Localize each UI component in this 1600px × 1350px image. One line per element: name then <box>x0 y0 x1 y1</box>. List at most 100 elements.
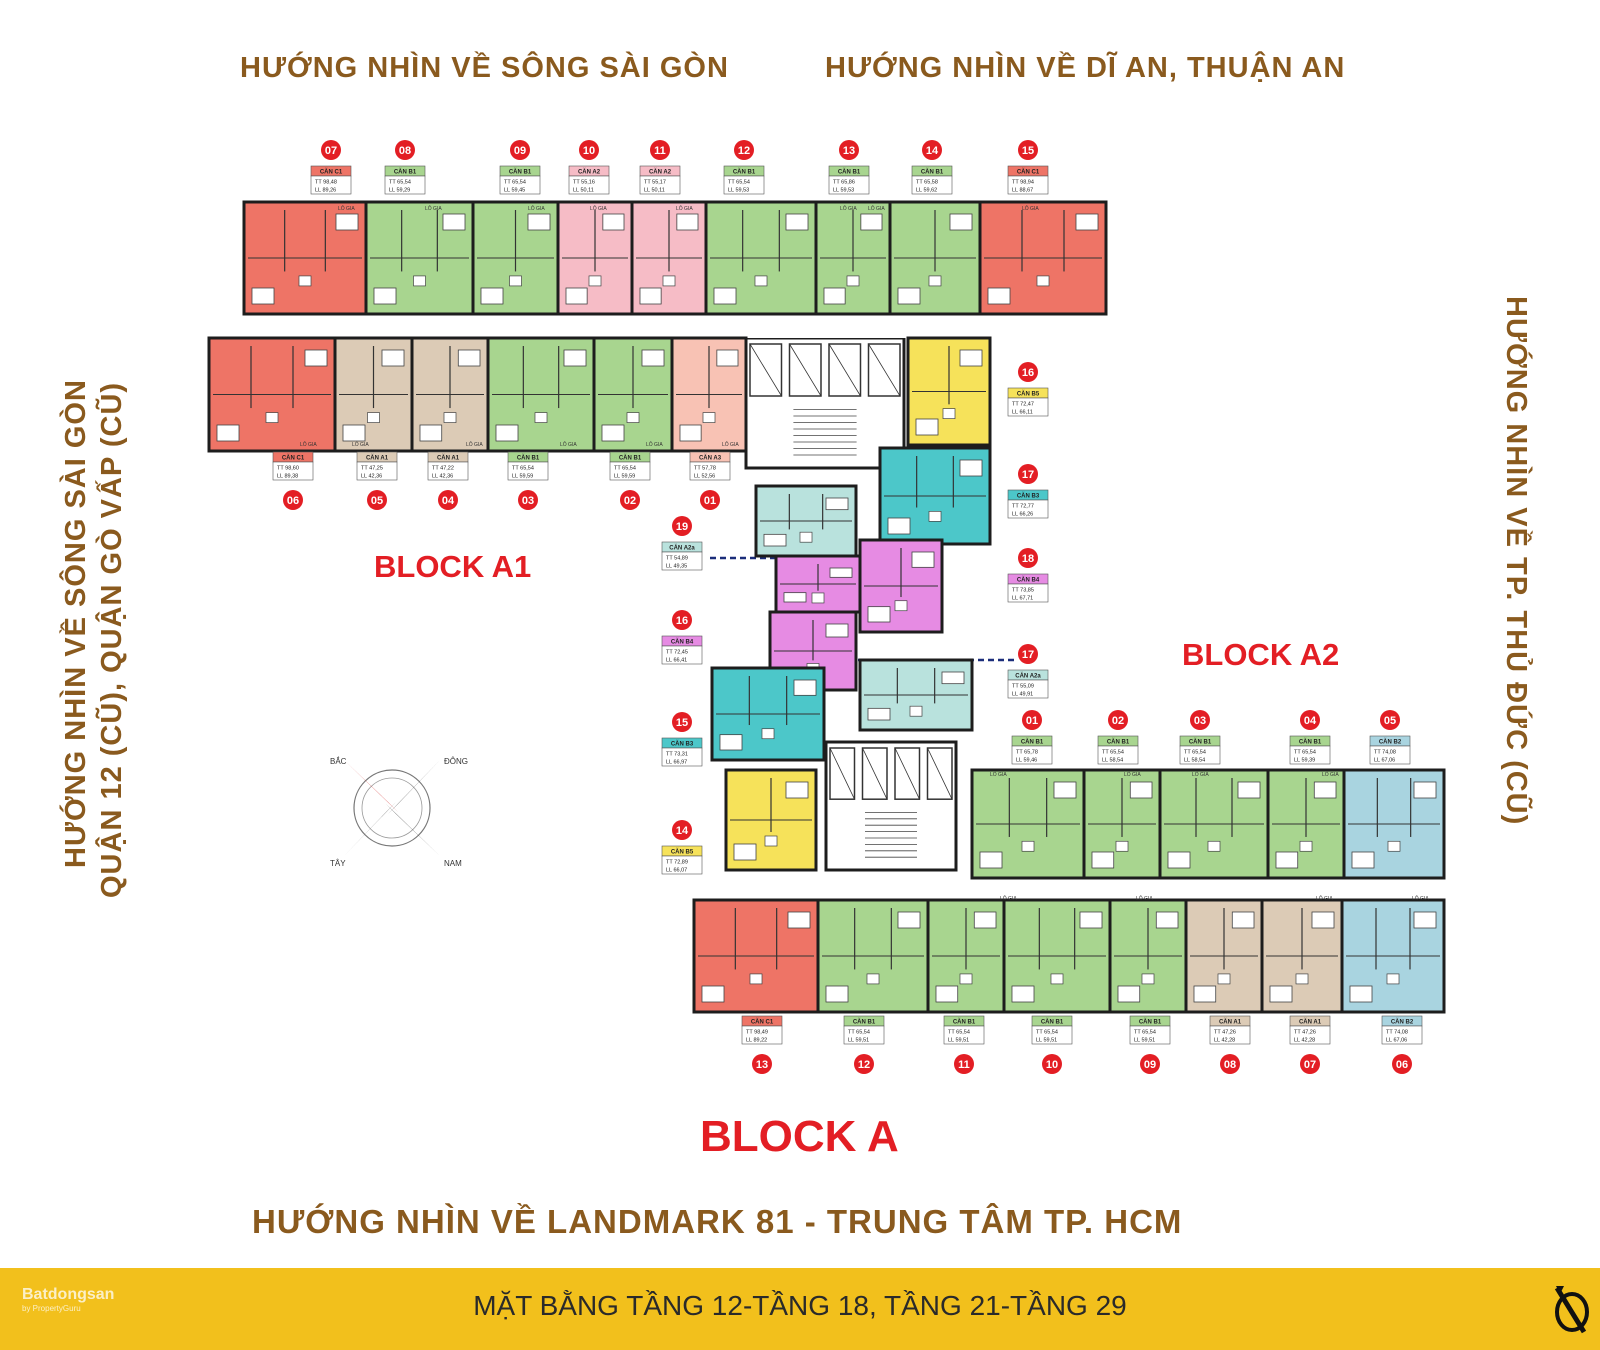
unit-type: CĂN B1 <box>853 1019 876 1026</box>
table <box>928 511 942 522</box>
unit-tt-area: TT 98,60 <box>277 466 299 472</box>
unit-4 <box>630 200 708 316</box>
unit-tt-area: TT 55,09 <box>1012 684 1034 690</box>
balcony-label: LÔ GIA <box>1000 895 1017 902</box>
badge-circle <box>1300 710 1320 730</box>
unit-number-badge: 08 <box>395 140 415 160</box>
unit-tt-area: TT 98,94 <box>1012 180 1034 186</box>
unit-ll-area: LL 58,54 <box>1184 758 1205 764</box>
badge-circle <box>1018 140 1038 160</box>
bed <box>480 287 504 305</box>
unit-tt-area: TT 65,54 <box>389 180 411 186</box>
unit-area-box <box>828 175 870 195</box>
unit-number-badge: 03 <box>1190 710 1210 730</box>
table <box>367 412 380 423</box>
badge-circle <box>672 820 692 840</box>
unit-number: 02 <box>1112 715 1124 727</box>
badge-circle <box>1300 1054 1320 1074</box>
bed <box>251 287 275 305</box>
stair-cores <box>244 314 1444 950</box>
unit-area-box <box>272 461 314 481</box>
unit-area-box <box>661 747 703 767</box>
balcony-label: LÔ GIA <box>722 441 739 448</box>
unit-ll-area: LL 50,11 <box>573 188 594 194</box>
unit-area-box <box>1289 1025 1331 1045</box>
bed <box>959 349 983 367</box>
unit-ll-area: LL 59,51 <box>948 1038 969 1044</box>
bed <box>785 213 809 231</box>
unit-number: 14 <box>676 825 689 837</box>
bed <box>1351 851 1375 869</box>
unit-number: 08 <box>1224 1059 1236 1071</box>
bed <box>1155 911 1179 929</box>
unit-type: CĂN B1 <box>733 169 756 176</box>
balcony-label: LÔ GIA <box>1022 205 1039 212</box>
table <box>588 275 602 287</box>
unit-ll-area: LL 59,51 <box>848 1038 869 1044</box>
unit-type: CĂN A1 <box>1219 1019 1242 1026</box>
badge-circle <box>1018 548 1038 568</box>
unit-ll-area: LL 66,41 <box>666 658 687 664</box>
bed <box>563 349 587 367</box>
unit-number: 12 <box>738 145 750 157</box>
unit-ll-area: LL 49,35 <box>666 564 687 570</box>
bed <box>825 623 849 638</box>
bed <box>719 734 743 751</box>
lift-shaft <box>867 343 901 397</box>
unit-7 <box>888 200 982 316</box>
bed <box>783 592 807 603</box>
badge-circle <box>734 140 754 160</box>
unit-9 <box>207 336 337 453</box>
unit-35 <box>1260 898 1344 1014</box>
bed <box>1117 985 1141 1003</box>
unit-area-box <box>384 175 426 195</box>
bed <box>793 679 817 696</box>
lift-cross <box>749 343 782 397</box>
table <box>1387 840 1401 852</box>
table <box>942 408 956 419</box>
unit-tt-area: TT 65,54 <box>1036 1030 1058 1036</box>
badge-circle <box>438 490 458 510</box>
lift-shaft <box>926 747 953 800</box>
bed <box>1269 985 1293 1003</box>
unit-number-badge: 02 <box>1108 710 1128 730</box>
unit-type: CĂN A1 <box>1299 1019 1322 1026</box>
unit-tt-area: TT 65,54 <box>1134 1030 1156 1036</box>
bed <box>1237 781 1261 799</box>
unit-1 <box>364 200 475 316</box>
unit-27 <box>1266 768 1346 880</box>
unit-number: 11 <box>958 1059 970 1071</box>
badge-circle <box>1140 1054 1160 1074</box>
unit-number-badge: 10 <box>579 140 599 160</box>
bed <box>887 517 911 535</box>
bed <box>733 843 757 861</box>
unit-ll-area: LL 88,67 <box>1012 188 1033 194</box>
bed <box>1311 911 1335 929</box>
bed <box>641 349 665 367</box>
unit-ll-area: LL 67,06 <box>1374 758 1395 764</box>
unit-30 <box>816 898 930 1014</box>
unit-number-badge: 05 <box>1380 710 1400 730</box>
table <box>1386 973 1400 985</box>
unit-type: CĂN A3 <box>699 455 722 462</box>
badge-circle <box>954 1054 974 1074</box>
unit-tt-area: TT 98,49 <box>746 1030 768 1036</box>
badge-circle <box>650 140 670 160</box>
lift-shaft <box>749 343 783 397</box>
unit-number-badge: 16 <box>1018 362 1038 382</box>
north-arrow-icon <box>1554 1286 1589 1334</box>
unit-type: CĂN C1 <box>1017 169 1040 176</box>
unit-type: CĂN B1 <box>517 455 540 462</box>
unit-tt-area: TT 65,58 <box>916 180 938 186</box>
core <box>824 740 958 872</box>
block-a2-label: BLOCK A2 <box>1182 637 1340 672</box>
unit-number: 08 <box>399 145 411 157</box>
unit-32 <box>1002 898 1112 1014</box>
badge-circle <box>1042 1054 1062 1074</box>
bed <box>1129 781 1153 799</box>
